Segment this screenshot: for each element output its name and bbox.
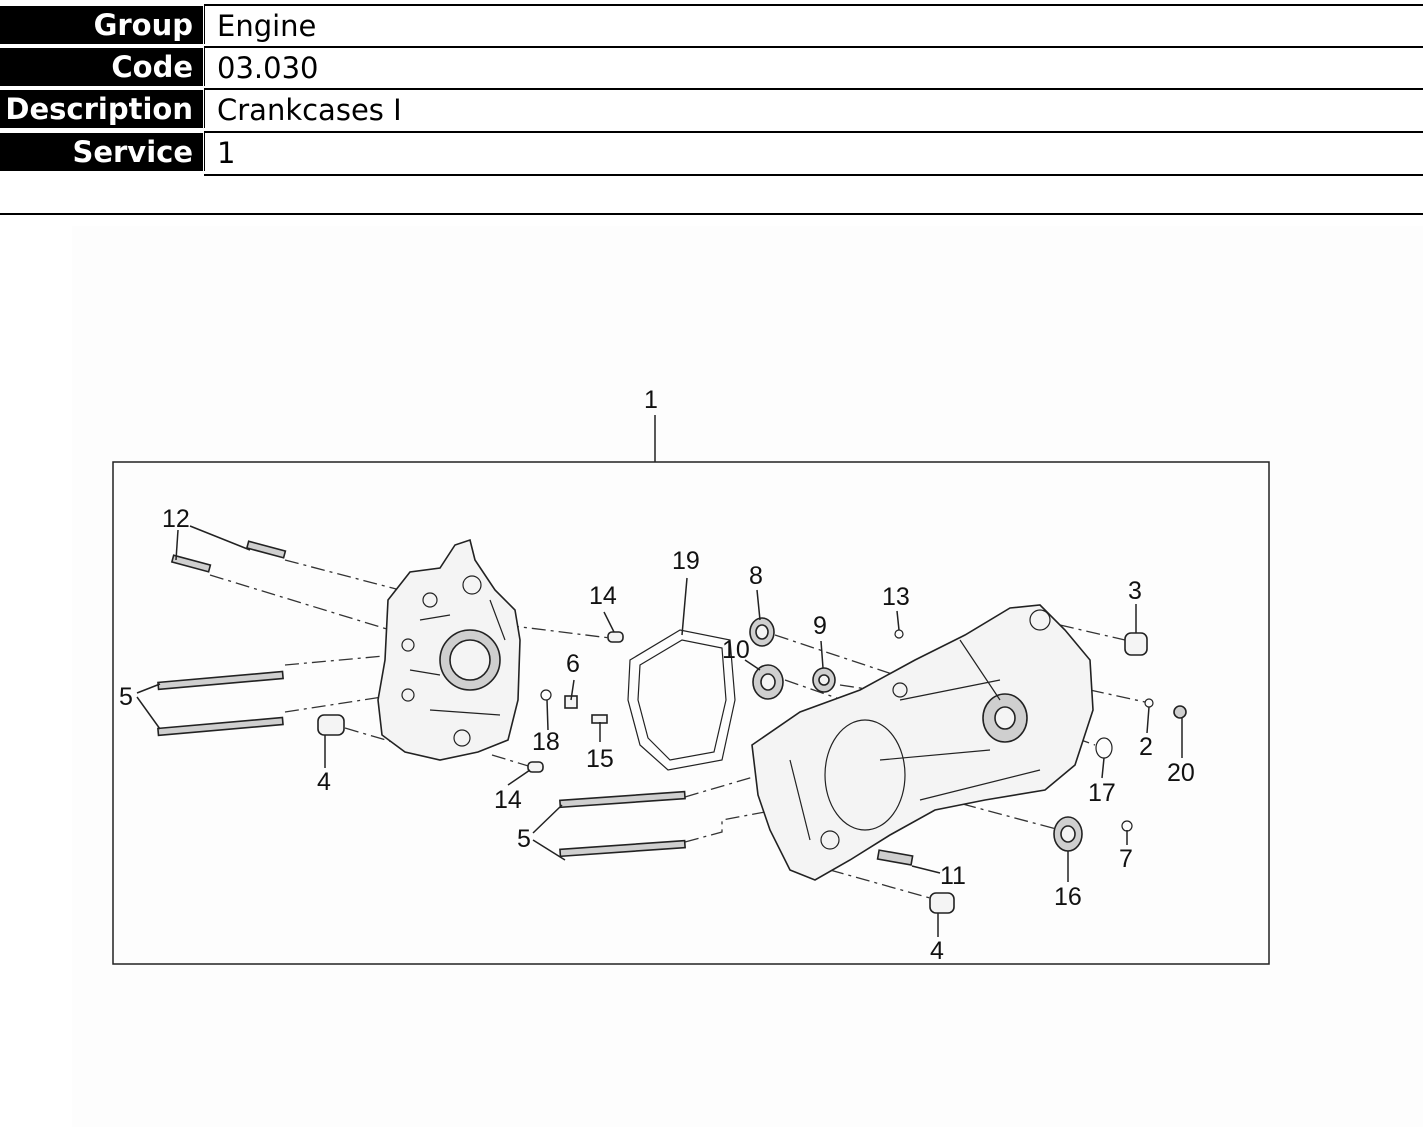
separator-line [0,213,1423,215]
callout-10: 10 [722,636,750,664]
callout-5-middle: 5 [517,825,531,853]
code-value: 03.030 [204,46,1423,86]
bearings [749,617,1187,914]
callout-8: 8 [749,562,763,590]
callout-14-top: 14 [589,582,617,610]
callout-16: 16 [1054,883,1082,911]
leader-lines [136,525,1183,937]
gasket [627,629,736,771]
stud-lower-2 [559,839,686,858]
code-label: Code [0,48,203,86]
group-label: Group [0,6,203,44]
callout-18: 18 [532,728,560,756]
stud-lower-1 [559,790,686,809]
callout-2: 2 [1139,733,1153,761]
description-value: Crankcases I [204,88,1423,128]
callout-1: 1 [644,386,658,414]
callout-20: 20 [1167,759,1195,787]
right-crankcase-half [751,604,1094,881]
callout-4-right: 4 [930,937,944,965]
callout-17: 17 [1088,779,1116,807]
callout-3: 3 [1128,577,1142,605]
left-bolts [157,540,624,773]
diagram-background [72,226,1423,1127]
group-value: Engine [204,4,1423,44]
callout-9: 9 [813,612,827,640]
callout-15: 15 [586,745,614,773]
callout-4-left: 4 [317,768,331,796]
callout-19: 19 [672,547,700,575]
callout-7: 7 [1119,845,1133,873]
left-crankcase-half [377,538,521,761]
diagram-frame [112,461,1270,965]
service-value: 1 [204,131,1423,171]
callout-11: 11 [940,862,966,890]
service-label: Service [0,133,203,171]
callout-6: 6 [566,650,580,678]
callout-14-bottom: 14 [494,786,522,814]
description-label: Description [0,90,203,128]
table-bottom-border [204,174,1423,176]
callout-12: 12 [162,505,190,533]
callout-5-left: 5 [119,683,133,711]
callout-13: 13 [882,583,910,611]
